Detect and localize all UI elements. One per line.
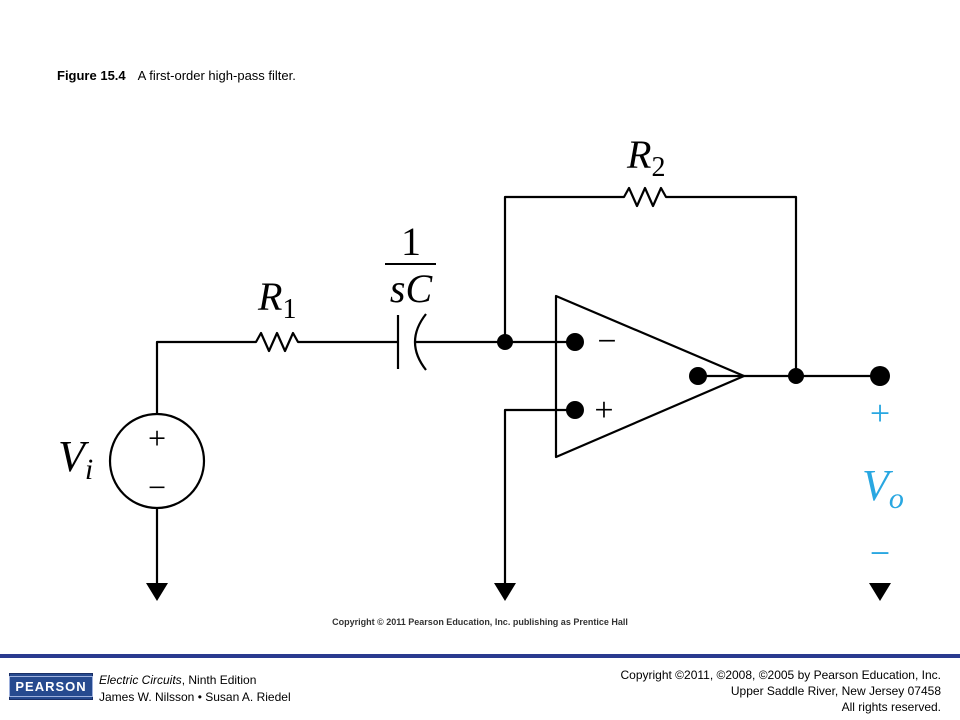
wire-feedback-left [503, 195, 618, 342]
capacitor-numerator: 1 [401, 219, 421, 264]
book-title: Electric Circuits [99, 673, 182, 687]
ground-arrow-noninverting [494, 583, 516, 601]
label-vo: Vo [862, 461, 904, 515]
capacitor-curved-plate [414, 313, 427, 371]
capacitor-denominator: sC [390, 266, 434, 311]
book-edition: , Ninth Edition [181, 673, 257, 687]
ground-arrow-output [869, 583, 891, 601]
opamp-noninverting-sign: + [594, 392, 613, 429]
resistor-r2-zigzag [618, 186, 672, 208]
node-capacitor-feedback [497, 334, 513, 350]
node-output-feedback [788, 368, 804, 384]
terminal-opamp-output [689, 367, 707, 385]
terminal-inverting [566, 333, 584, 351]
copyright-line-2: Upper Saddle River, New Jersey 07458 [730, 684, 941, 698]
source-minus: − [148, 469, 166, 505]
wire-feedback-right [672, 195, 798, 376]
terminal-output [870, 366, 890, 386]
voltage-source-circle [108, 412, 206, 510]
output-minus: − [870, 533, 890, 573]
opamp-inverting-sign: − [597, 323, 616, 360]
figure-title: A first-order high-pass filter. [137, 68, 296, 83]
wire-source-top [155, 340, 248, 415]
wire-noninverting [503, 408, 575, 583]
copyright-line-1: Copyright ©2011, ©2008, ©2005 by Pearson… [620, 668, 941, 682]
terminal-noninverting [566, 401, 584, 419]
opamp-triangle [554, 294, 746, 459]
image-copyright: Copyright © 2011 Pearson Education, Inc.… [332, 617, 628, 627]
label-r2: R2 [626, 132, 665, 183]
resistor-r1-zigzag [248, 331, 306, 353]
publisher-copyright: Copyright ©2011, ©2008, ©2005 by Pearson… [620, 667, 941, 715]
book-title-line: Electric Circuits, Ninth Edition [99, 672, 291, 689]
figure-caption: Figure 15.4 A first-order high-pass filte… [57, 68, 296, 83]
pearson-logo: PEARSON [9, 673, 93, 700]
label-r1: R1 [257, 274, 296, 325]
circuit-diagram: R1 R2 1 sC + − Vi − + + Vo − [58, 132, 904, 601]
output-plus: + [870, 393, 890, 433]
figure-label: Figure 15.4 [57, 68, 126, 83]
pearson-logo-text: PEARSON [9, 676, 93, 697]
book-authors: James W. Nilsson • Susan A. Riedel [99, 690, 291, 704]
book-info: Electric Circuits, Ninth Edition James W… [99, 672, 291, 706]
footer-divider [0, 654, 960, 658]
copyright-line-3: All rights reserved. [841, 700, 941, 714]
source-plus: + [148, 420, 166, 456]
ground-arrow-source [146, 583, 168, 601]
label-vi: Vi [58, 432, 93, 486]
